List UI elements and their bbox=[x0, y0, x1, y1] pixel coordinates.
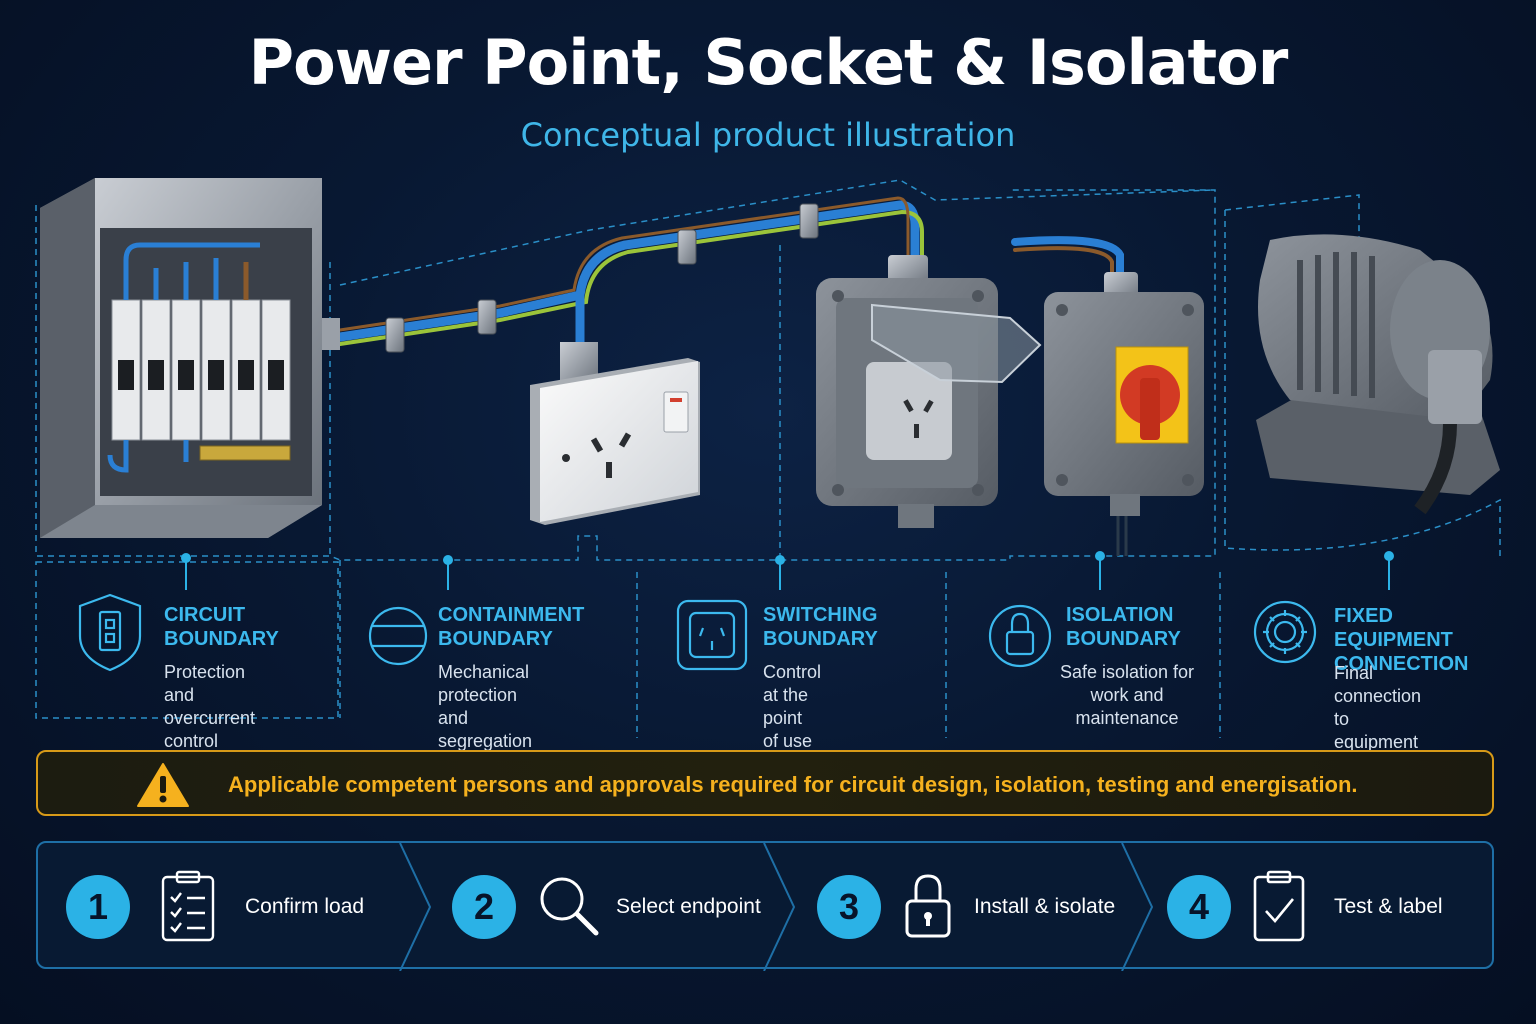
padlock-icon bbox=[905, 874, 951, 938]
step-number: 2 bbox=[452, 875, 516, 939]
step-number: 1 bbox=[66, 875, 130, 939]
step-label: Select endpoint bbox=[616, 895, 761, 918]
clipboard-check-icon bbox=[1253, 870, 1305, 942]
warning-banner: Applicable competent persons and approva… bbox=[36, 750, 1494, 816]
page-title: Power Point, Socket & Isolator bbox=[248, 26, 1289, 99]
padlock-icon bbox=[988, 604, 1052, 668]
warning-text: Applicable competent persons and approva… bbox=[228, 772, 1358, 797]
step-label: Confirm load bbox=[245, 895, 365, 918]
shield-breaker-icon bbox=[78, 593, 142, 672]
electric-motor bbox=[1256, 234, 1500, 515]
weatherproof-socket-outlet bbox=[816, 255, 1042, 528]
cable-runs bbox=[315, 196, 1124, 355]
page-subtitle: Conceptual product illustration bbox=[520, 116, 1016, 154]
clipboard-checklist-icon bbox=[161, 870, 215, 942]
step-label: Install & isolate bbox=[974, 895, 1116, 918]
magnifier-icon bbox=[540, 877, 599, 936]
socket-outlet-icon bbox=[676, 599, 748, 671]
step-number: 3 bbox=[817, 875, 881, 939]
rotary-isolator bbox=[1044, 272, 1204, 556]
switched-socket-outlet bbox=[530, 342, 700, 525]
process-steps: 1 Confirm load 2 Select endpoint 3 Insta… bbox=[36, 841, 1494, 971]
distribution-board bbox=[40, 178, 340, 538]
step-dividers bbox=[399, 843, 1154, 971]
gear-icon bbox=[1253, 600, 1317, 664]
conduit-icon bbox=[368, 606, 428, 666]
step-number: 4 bbox=[1167, 875, 1231, 939]
cable-clips bbox=[385, 203, 819, 353]
step-label: Test & label bbox=[1334, 895, 1443, 918]
boundary-outlines bbox=[35, 179, 1501, 738]
warning-triangle-icon bbox=[137, 763, 189, 807]
boundary-connectors bbox=[181, 551, 1394, 590]
